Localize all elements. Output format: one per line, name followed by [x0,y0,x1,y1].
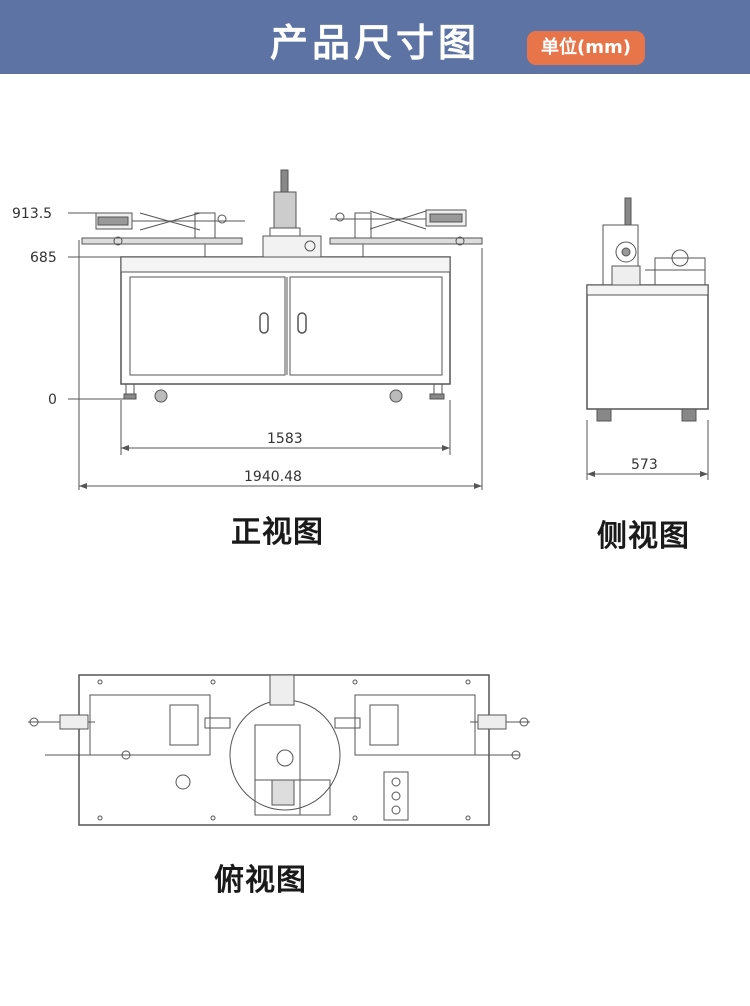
front-view-drawing [68,169,483,490]
height-mark-floor: 0 [48,392,57,408]
top-view-drawing [28,674,530,826]
height-mark-top: 913.5 [12,206,52,222]
page-title: 产品尺寸图 [269,21,480,65]
side-depth-dimension: 573 [631,457,658,473]
inner-width-dimension: 1583 [267,431,303,447]
side-view-label: 侧视图 [597,519,690,554]
side-view-drawing [586,197,709,480]
unit-badge: 单位(mm) [527,31,645,65]
overall-width-dimension: 1940.48 [244,469,302,485]
top-view-label: 俯视图 [214,863,307,898]
height-mark-table: 685 [30,250,57,266]
front-view-label: 正视图 [231,515,324,550]
header-bar: 产品尺寸图 单位(mm) [0,0,750,74]
